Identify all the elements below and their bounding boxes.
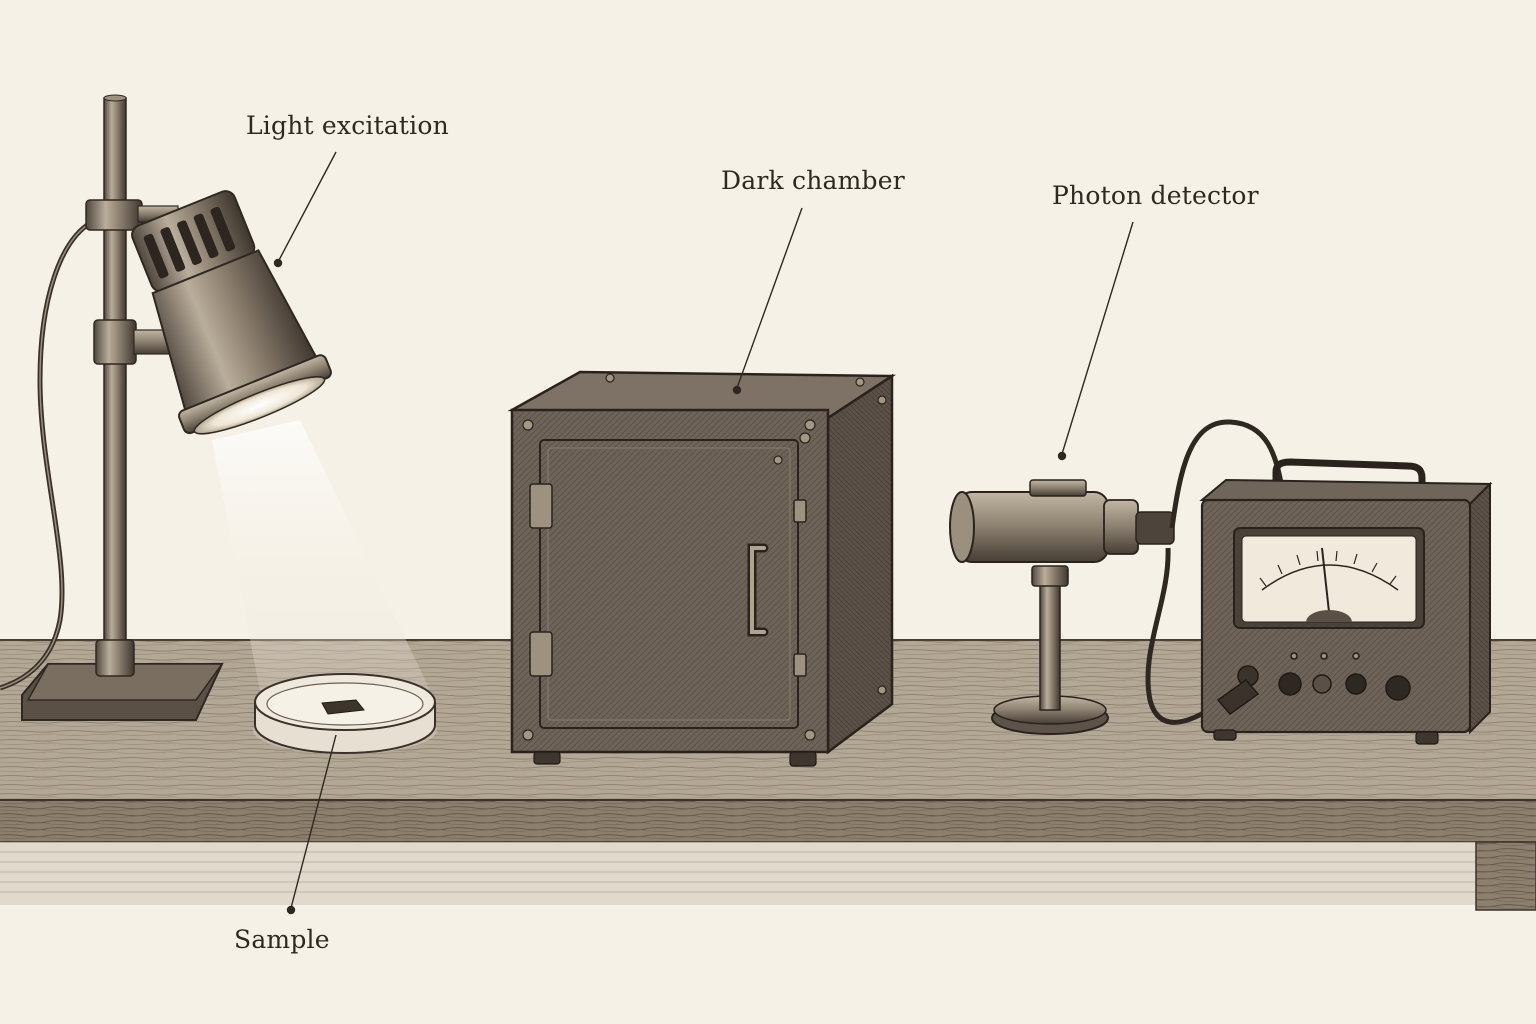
label-dark-chamber: Dark chamber	[721, 166, 905, 195]
label-light-excitation: Light excitation	[246, 111, 449, 140]
petri-dish-icon	[253, 673, 437, 754]
lamp-icon	[0, 94, 332, 721]
detector-icon	[949, 479, 1175, 735]
leader-lines	[273, 151, 1134, 915]
label-sample: Sample	[234, 925, 330, 954]
label-photon-detector: Photon detector	[1052, 181, 1259, 210]
cable	[1169, 419, 1285, 529]
meter-icon	[1199, 458, 1493, 745]
dark-box-icon	[507, 370, 897, 767]
light-beam	[212, 420, 430, 702]
